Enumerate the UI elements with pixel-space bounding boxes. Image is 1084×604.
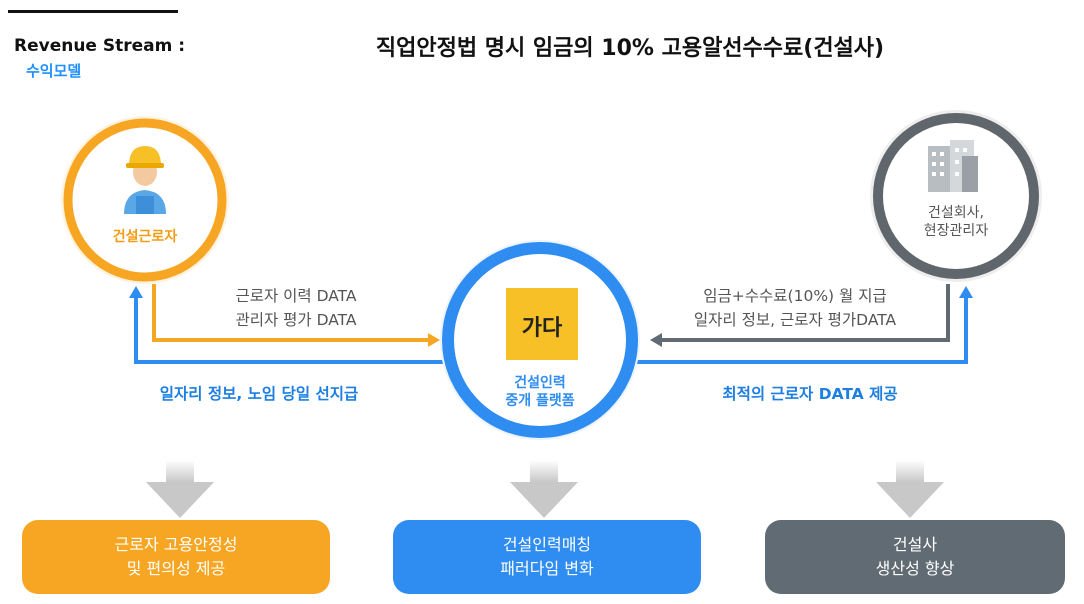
header-rule	[8, 10, 178, 13]
platform-logo	[506, 288, 578, 360]
outcome-platform-line1: 건설인력매칭	[502, 535, 592, 554]
platform-to-worker-text: 일자리 정보, 노임 당일 선지급	[159, 385, 359, 403]
down-arrow-left-icon	[146, 460, 214, 518]
job-info-evaluation-text: 일자리 정보, 근로자 평가DATA	[693, 311, 897, 329]
outcome-worker-box: 근로자 고용안정성 및 편의성 제공	[22, 520, 330, 594]
platform-to-worker-line	[134, 296, 446, 364]
revenue-stream-subtitle: 수익모델	[26, 62, 82, 80]
worker-to-platform-line	[152, 284, 430, 342]
worker-label: 건설근로자	[112, 229, 178, 245]
outcome-company-line2: 생산성 향상	[875, 559, 955, 578]
company-to-platform-arrowhead	[650, 333, 662, 347]
platform-label-line1: 건설인력	[514, 375, 566, 391]
platform-label-line2: 중개 플랫폼	[505, 393, 575, 409]
down-arrow-center-icon	[510, 460, 578, 518]
worker-to-platform-text: 근로자 이력 DATA 관리자 평가 DATA	[196, 284, 396, 332]
company-label: 건설회사, 현장관리자	[896, 204, 1016, 240]
worker-history-data-text: 근로자 이력 DATA	[235, 287, 357, 305]
worker-to-platform-arrowhead	[428, 333, 440, 347]
platform-logo-text: 가다	[522, 316, 563, 341]
manager-evaluation-data-text: 관리자 평가 DATA	[235, 311, 357, 329]
outcome-platform-line2: 패러다임 변화	[500, 559, 594, 578]
platform-to-worker-arrowhead	[129, 286, 143, 298]
platform-label: 건설인력 중개 플랫폼	[470, 374, 610, 410]
company-to-platform-line	[660, 284, 950, 342]
page-title: 직업안정법 명시 임금의 10% 고용알선수수료(건설사)	[375, 36, 885, 61]
outcome-platform-box: 건설인력매칭 패러다임 변화	[393, 520, 701, 594]
construction-worker-icon	[124, 146, 166, 214]
company-label-line1: 건설회사,	[928, 205, 984, 221]
outcome-company-box: 건설사 생산성 향상	[765, 520, 1065, 594]
wage-fee-text: 임금+수수료(10%) 월 지급	[703, 287, 887, 305]
company-label-line2: 현장관리자	[923, 223, 989, 239]
down-arrow-right-icon	[876, 460, 944, 518]
outcome-worker-line1: 근로자 고용안정성	[114, 535, 238, 554]
platform-to-company-text: 최적의 근로자 DATA 제공	[722, 385, 898, 403]
revenue-stream-title: Revenue Stream :	[14, 36, 186, 56]
platform-to-company-arrowhead	[959, 286, 973, 298]
platform-to-company-line	[630, 296, 968, 364]
company-to-platform-text: 임금+수수료(10%) 월 지급 일자리 정보, 근로자 평가DATA	[660, 284, 930, 332]
outcome-worker-line2: 및 편의성 제공	[126, 559, 226, 578]
outcome-company-line1: 건설사	[892, 535, 938, 554]
buildings-icon	[928, 140, 978, 192]
